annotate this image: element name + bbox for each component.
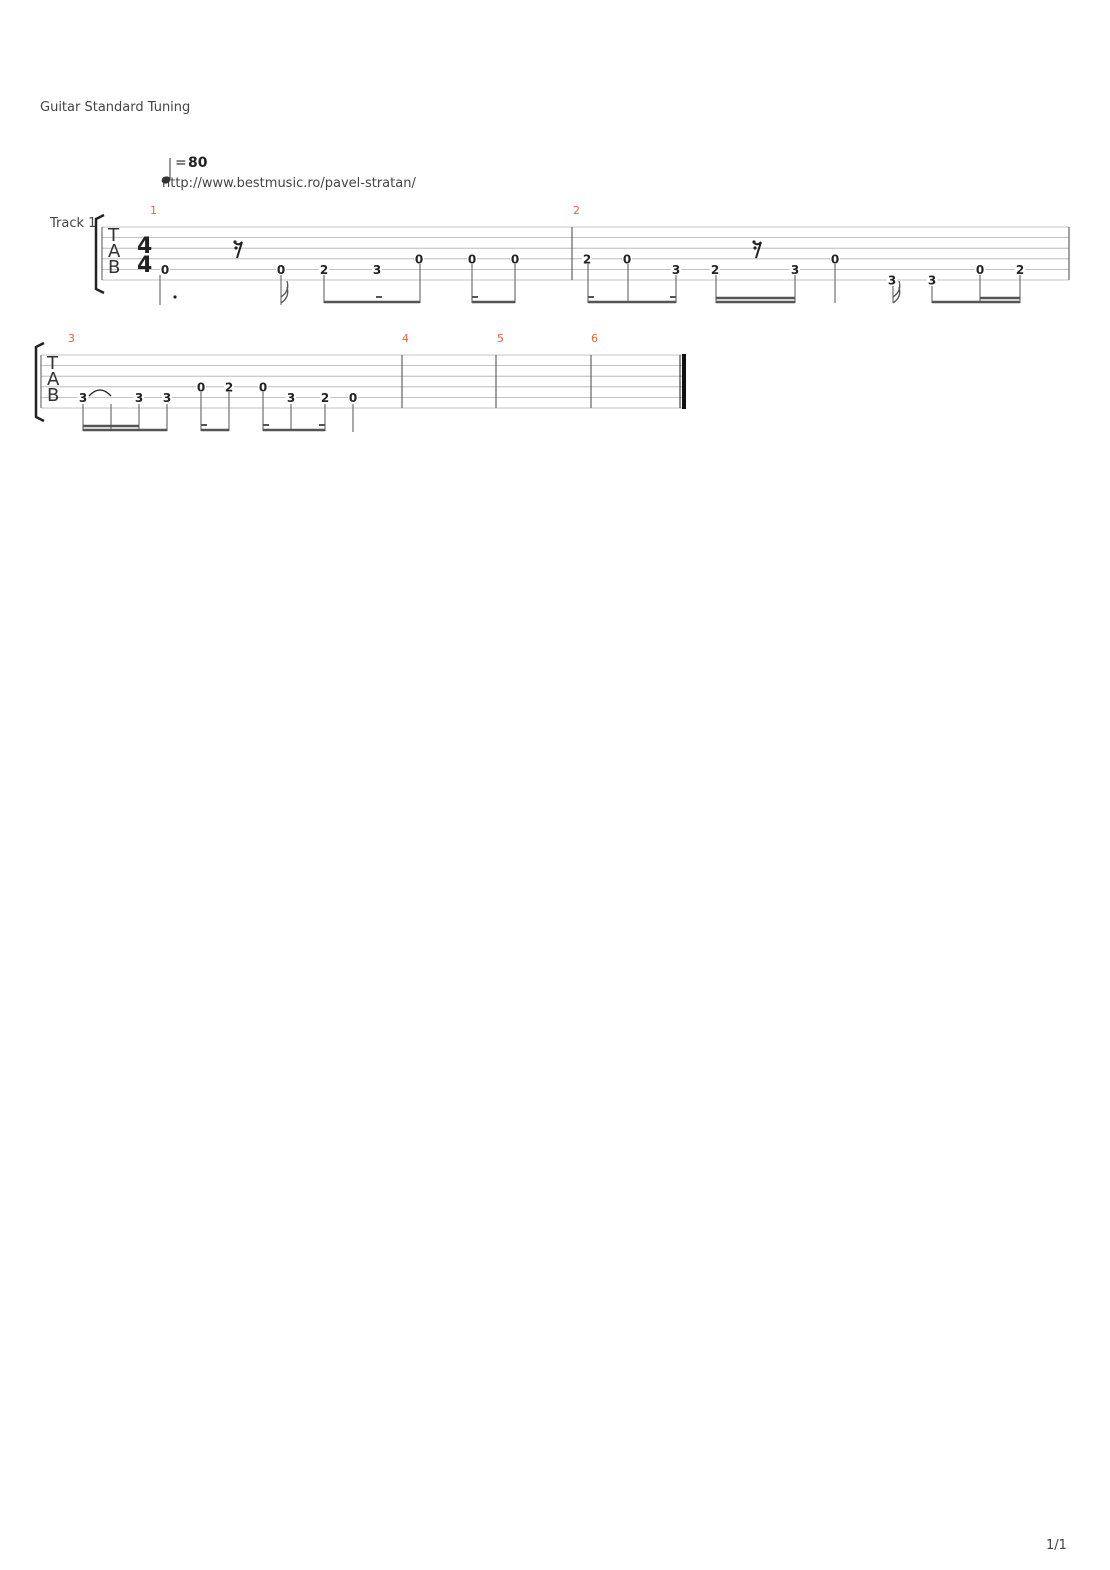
- fret-number: 3: [135, 391, 143, 405]
- fret-number: 3: [791, 263, 799, 277]
- fret-number-bg: [790, 263, 800, 276]
- measure-number: 3: [68, 332, 75, 345]
- fret-number-bg: [622, 252, 632, 265]
- fret-number: 3: [79, 391, 87, 405]
- measure-number: 4: [402, 332, 409, 345]
- fret-number: 3: [373, 263, 381, 277]
- fret-number: 2: [320, 263, 328, 277]
- fret-number: 0: [976, 263, 984, 277]
- measure-number: 2: [573, 204, 580, 217]
- tab-clef-letter: B: [47, 385, 59, 406]
- fret-number: 3: [672, 263, 680, 277]
- rest-dot-icon: [753, 246, 757, 250]
- fret-number-bg: [348, 391, 358, 404]
- fret-number-bg: [78, 391, 88, 404]
- rest-dot-icon: [233, 240, 237, 244]
- sixteenth-rest-icon: [753, 241, 762, 259]
- fret-number: 0: [415, 252, 423, 266]
- sixteenth-rest-icon: [234, 241, 243, 259]
- fret-number: 0: [277, 263, 285, 277]
- fret-number: 0: [259, 380, 267, 394]
- time-signature-numerator: 4: [137, 234, 152, 259]
- fret-number: 0: [349, 391, 357, 405]
- fret-number-bg: [927, 274, 937, 286]
- page-number: 1/1: [1046, 1538, 1067, 1553]
- fret-number: 0: [197, 380, 205, 394]
- fret-number-bg: [286, 391, 296, 404]
- fret-number: 3: [163, 391, 171, 405]
- fret-number-bg: [196, 380, 206, 393]
- fret-number: 2: [321, 391, 329, 405]
- fret-number-bg: [224, 380, 234, 393]
- fret-number-bg: [1015, 263, 1025, 276]
- fret-number: 3: [287, 391, 295, 405]
- fret-number-bg: [319, 263, 329, 276]
- fret-number-bg: [160, 263, 170, 276]
- tempo-note-icon: [161, 176, 171, 184]
- fret-number-bg: [258, 380, 268, 393]
- fret-number-bg: [372, 263, 382, 276]
- fret-number: 0: [161, 263, 169, 277]
- tie-arc: [88, 389, 112, 397]
- note-flag-icon: [280, 280, 289, 298]
- fret-number: 2: [1016, 263, 1024, 277]
- tuning-label: Guitar Standard Tuning: [40, 100, 191, 115]
- fret-number-bg: [975, 263, 985, 276]
- tab-clef-letter: A: [108, 241, 121, 262]
- tab-clef-letter: T: [107, 225, 120, 246]
- fret-number: 3: [888, 274, 896, 288]
- measure-number: 6: [591, 332, 598, 345]
- fret-number: 0: [511, 252, 519, 266]
- track-name: Track 1: [50, 216, 97, 231]
- fret-number: 0: [623, 252, 631, 266]
- fret-number-bg: [710, 263, 720, 276]
- fret-number-bg: [276, 263, 286, 276]
- rest-dot-icon: [752, 240, 756, 244]
- note-flag-icon: [892, 280, 901, 298]
- fret-number: 0: [831, 252, 839, 266]
- fret-number-bg: [320, 391, 330, 404]
- source-url: http://www.bestmusic.ro/pavel-stratan/: [162, 176, 416, 191]
- system-bracket: [34, 341, 45, 423]
- fret-number: 0: [468, 252, 476, 266]
- fret-number-bg: [414, 252, 424, 265]
- fret-number-bg: [467, 252, 477, 265]
- time-signature-denominator: 4: [137, 253, 152, 278]
- fret-number: 2: [583, 252, 591, 266]
- tab-clef-letter: A: [47, 369, 60, 390]
- fret-number: 3: [928, 274, 936, 288]
- rest-dot-icon: [234, 246, 238, 250]
- system-bracket: [94, 213, 105, 295]
- measure-number: 5: [497, 332, 504, 345]
- dot-icon: [173, 295, 177, 299]
- fret-number-bg: [510, 252, 520, 265]
- tempo-equals: =: [175, 155, 187, 171]
- fret-number: 2: [711, 263, 719, 277]
- tab-clef-letter: B: [108, 257, 120, 278]
- fret-number-bg: [830, 252, 840, 265]
- fret-number-bg: [887, 274, 897, 286]
- tempo-value: 80: [188, 155, 208, 171]
- fret-number: 2: [225, 380, 233, 394]
- measure-number: 1: [150, 204, 157, 217]
- tab-clef-letter: T: [46, 353, 59, 374]
- fret-number-bg: [162, 391, 172, 404]
- fret-number-bg: [134, 391, 144, 404]
- fret-number-bg: [671, 263, 681, 276]
- fret-number-bg: [582, 252, 592, 265]
